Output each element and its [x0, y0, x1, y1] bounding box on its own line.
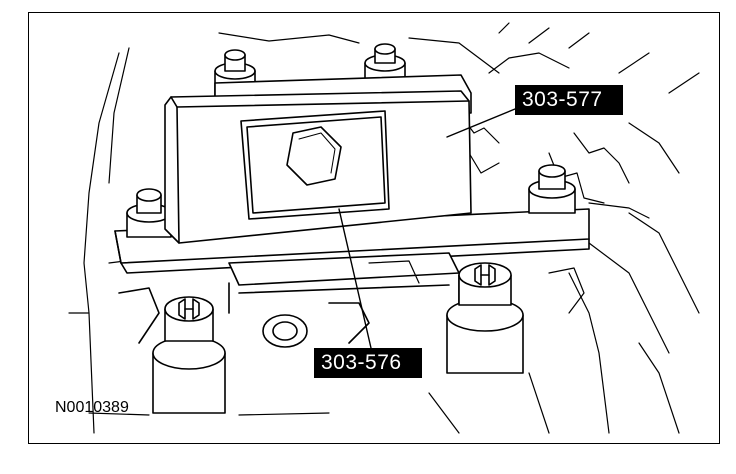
illustration-frame: 303-577 303-576 N0010389	[28, 12, 720, 444]
hex-drive	[286, 126, 342, 186]
figure-id: N0010389	[55, 399, 129, 416]
bar-bolt-left	[126, 188, 172, 238]
callout-label-upper: 303-577	[515, 85, 623, 115]
cam-bolt-left	[152, 296, 226, 414]
callout-label-lower: 303-576	[314, 348, 422, 378]
engine-lower-lines	[88, 260, 585, 434]
leader-303-576	[338, 208, 372, 349]
bar-bolt-right	[528, 164, 576, 214]
cam-bolt-right	[446, 262, 524, 374]
leader-303-577	[446, 108, 516, 138]
engine-line-drawing	[68, 22, 700, 434]
engine-background-lines	[68, 22, 700, 434]
